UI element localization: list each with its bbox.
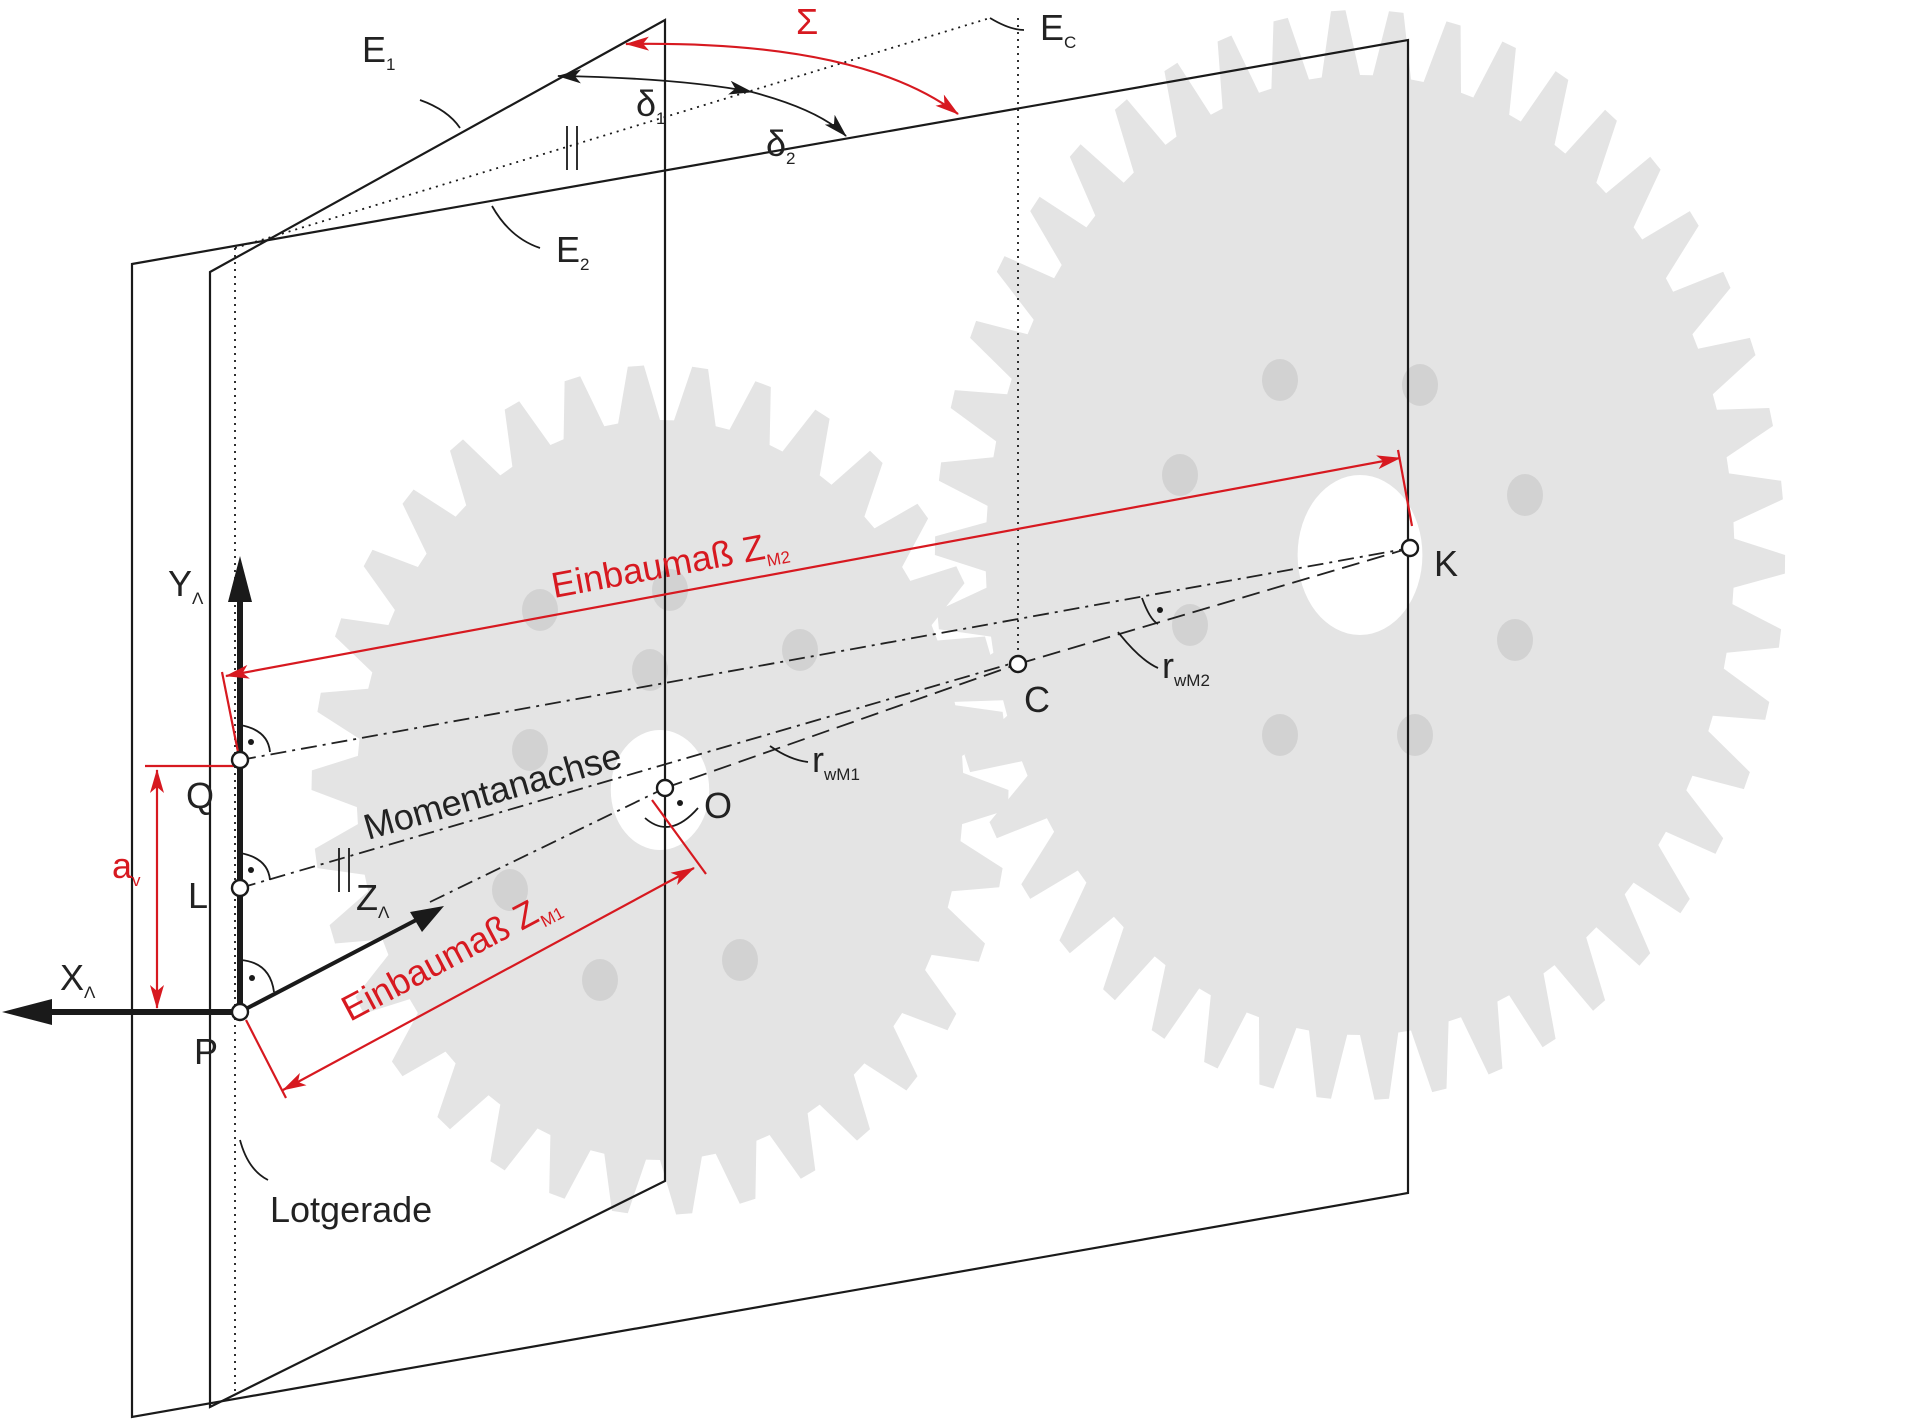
- delta2-angle-arc: [751, 91, 847, 137]
- einbaumass-m1-dimension: [245, 799, 707, 1099]
- av-dimension: [145, 764, 240, 1009]
- small-gear-lightening-hole: [582, 959, 618, 1001]
- large-gear-lightening-hole: [1507, 474, 1543, 516]
- right-angle-mark-q: [239, 724, 271, 753]
- label-c: C: [1024, 679, 1050, 720]
- large-gear-lightening-hole: [1397, 714, 1433, 756]
- large-gear-lightening-hole: [1162, 454, 1198, 496]
- label-av: av: [112, 845, 141, 890]
- small-gear-lightening-hole: [512, 729, 548, 771]
- label-z-axis: ZΛ: [356, 877, 390, 922]
- label-delta1: δ1: [636, 83, 666, 128]
- label-e1: E1: [362, 29, 395, 74]
- small-gear-lightening-hole: [722, 939, 758, 981]
- large-gear-bore: [1297, 475, 1423, 635]
- small-gear-lightening-hole: [782, 629, 818, 671]
- label-l: L: [188, 875, 208, 916]
- label-y-axis: YΛ: [168, 563, 204, 608]
- line-o-c: [664, 663, 1019, 789]
- momentanachse-line: [239, 663, 1011, 889]
- x-axis-arrowhead: [2, 999, 52, 1025]
- large-bevel-gear: [934, 10, 1786, 1100]
- plane-e2: [130, 38, 1410, 1419]
- label-e2: E2: [556, 229, 589, 274]
- label-lotgerade: Lotgerade: [270, 1189, 432, 1230]
- label-ec: EC: [1040, 7, 1076, 52]
- large-gear-lightening-hole: [1402, 364, 1438, 406]
- right-angle-mark-p: [239, 959, 275, 993]
- rwm1-leader: [769, 745, 809, 763]
- large-gear-lightening-hole: [1262, 359, 1298, 401]
- y-axis-arrowhead: [228, 556, 252, 602]
- label-k: K: [1434, 543, 1458, 584]
- einbaumass-m2-dimension: [220, 449, 1414, 753]
- e1-leader: [419, 99, 461, 129]
- point-q: [230, 750, 250, 770]
- label-o: O: [704, 785, 732, 826]
- large-gear-lightening-hole: [1262, 714, 1298, 756]
- small-gear-lightening-hole: [632, 649, 668, 691]
- label-sigma: Σ: [796, 1, 818, 42]
- delta1-angle-arc: [557, 69, 753, 95]
- label-q: Q: [186, 775, 214, 816]
- rwm2-leader: [1117, 631, 1159, 669]
- parallel-mark-top: [566, 126, 578, 170]
- label-rwm1: rwM1: [812, 739, 860, 784]
- point-o: [655, 778, 675, 798]
- lotgerade-leader: [239, 1139, 269, 1181]
- point-c: [1008, 654, 1028, 674]
- label-rwm2: rwM2: [1162, 645, 1210, 690]
- plane-e1: [208, 18, 667, 1409]
- ec-leader: [989, 17, 1025, 31]
- e2-leader: [491, 205, 541, 249]
- label-x-axis: XΛ: [60, 957, 96, 1002]
- point-k: [1400, 538, 1420, 558]
- point-l: [230, 878, 250, 898]
- label-delta2: δ2: [766, 123, 796, 168]
- point-p: [230, 1002, 250, 1022]
- large-gear-lightening-hole: [1497, 619, 1533, 661]
- right-angle-mark-l: [239, 852, 271, 881]
- label-p: P: [194, 1031, 218, 1072]
- sigma-angle-arc: [625, 36, 959, 115]
